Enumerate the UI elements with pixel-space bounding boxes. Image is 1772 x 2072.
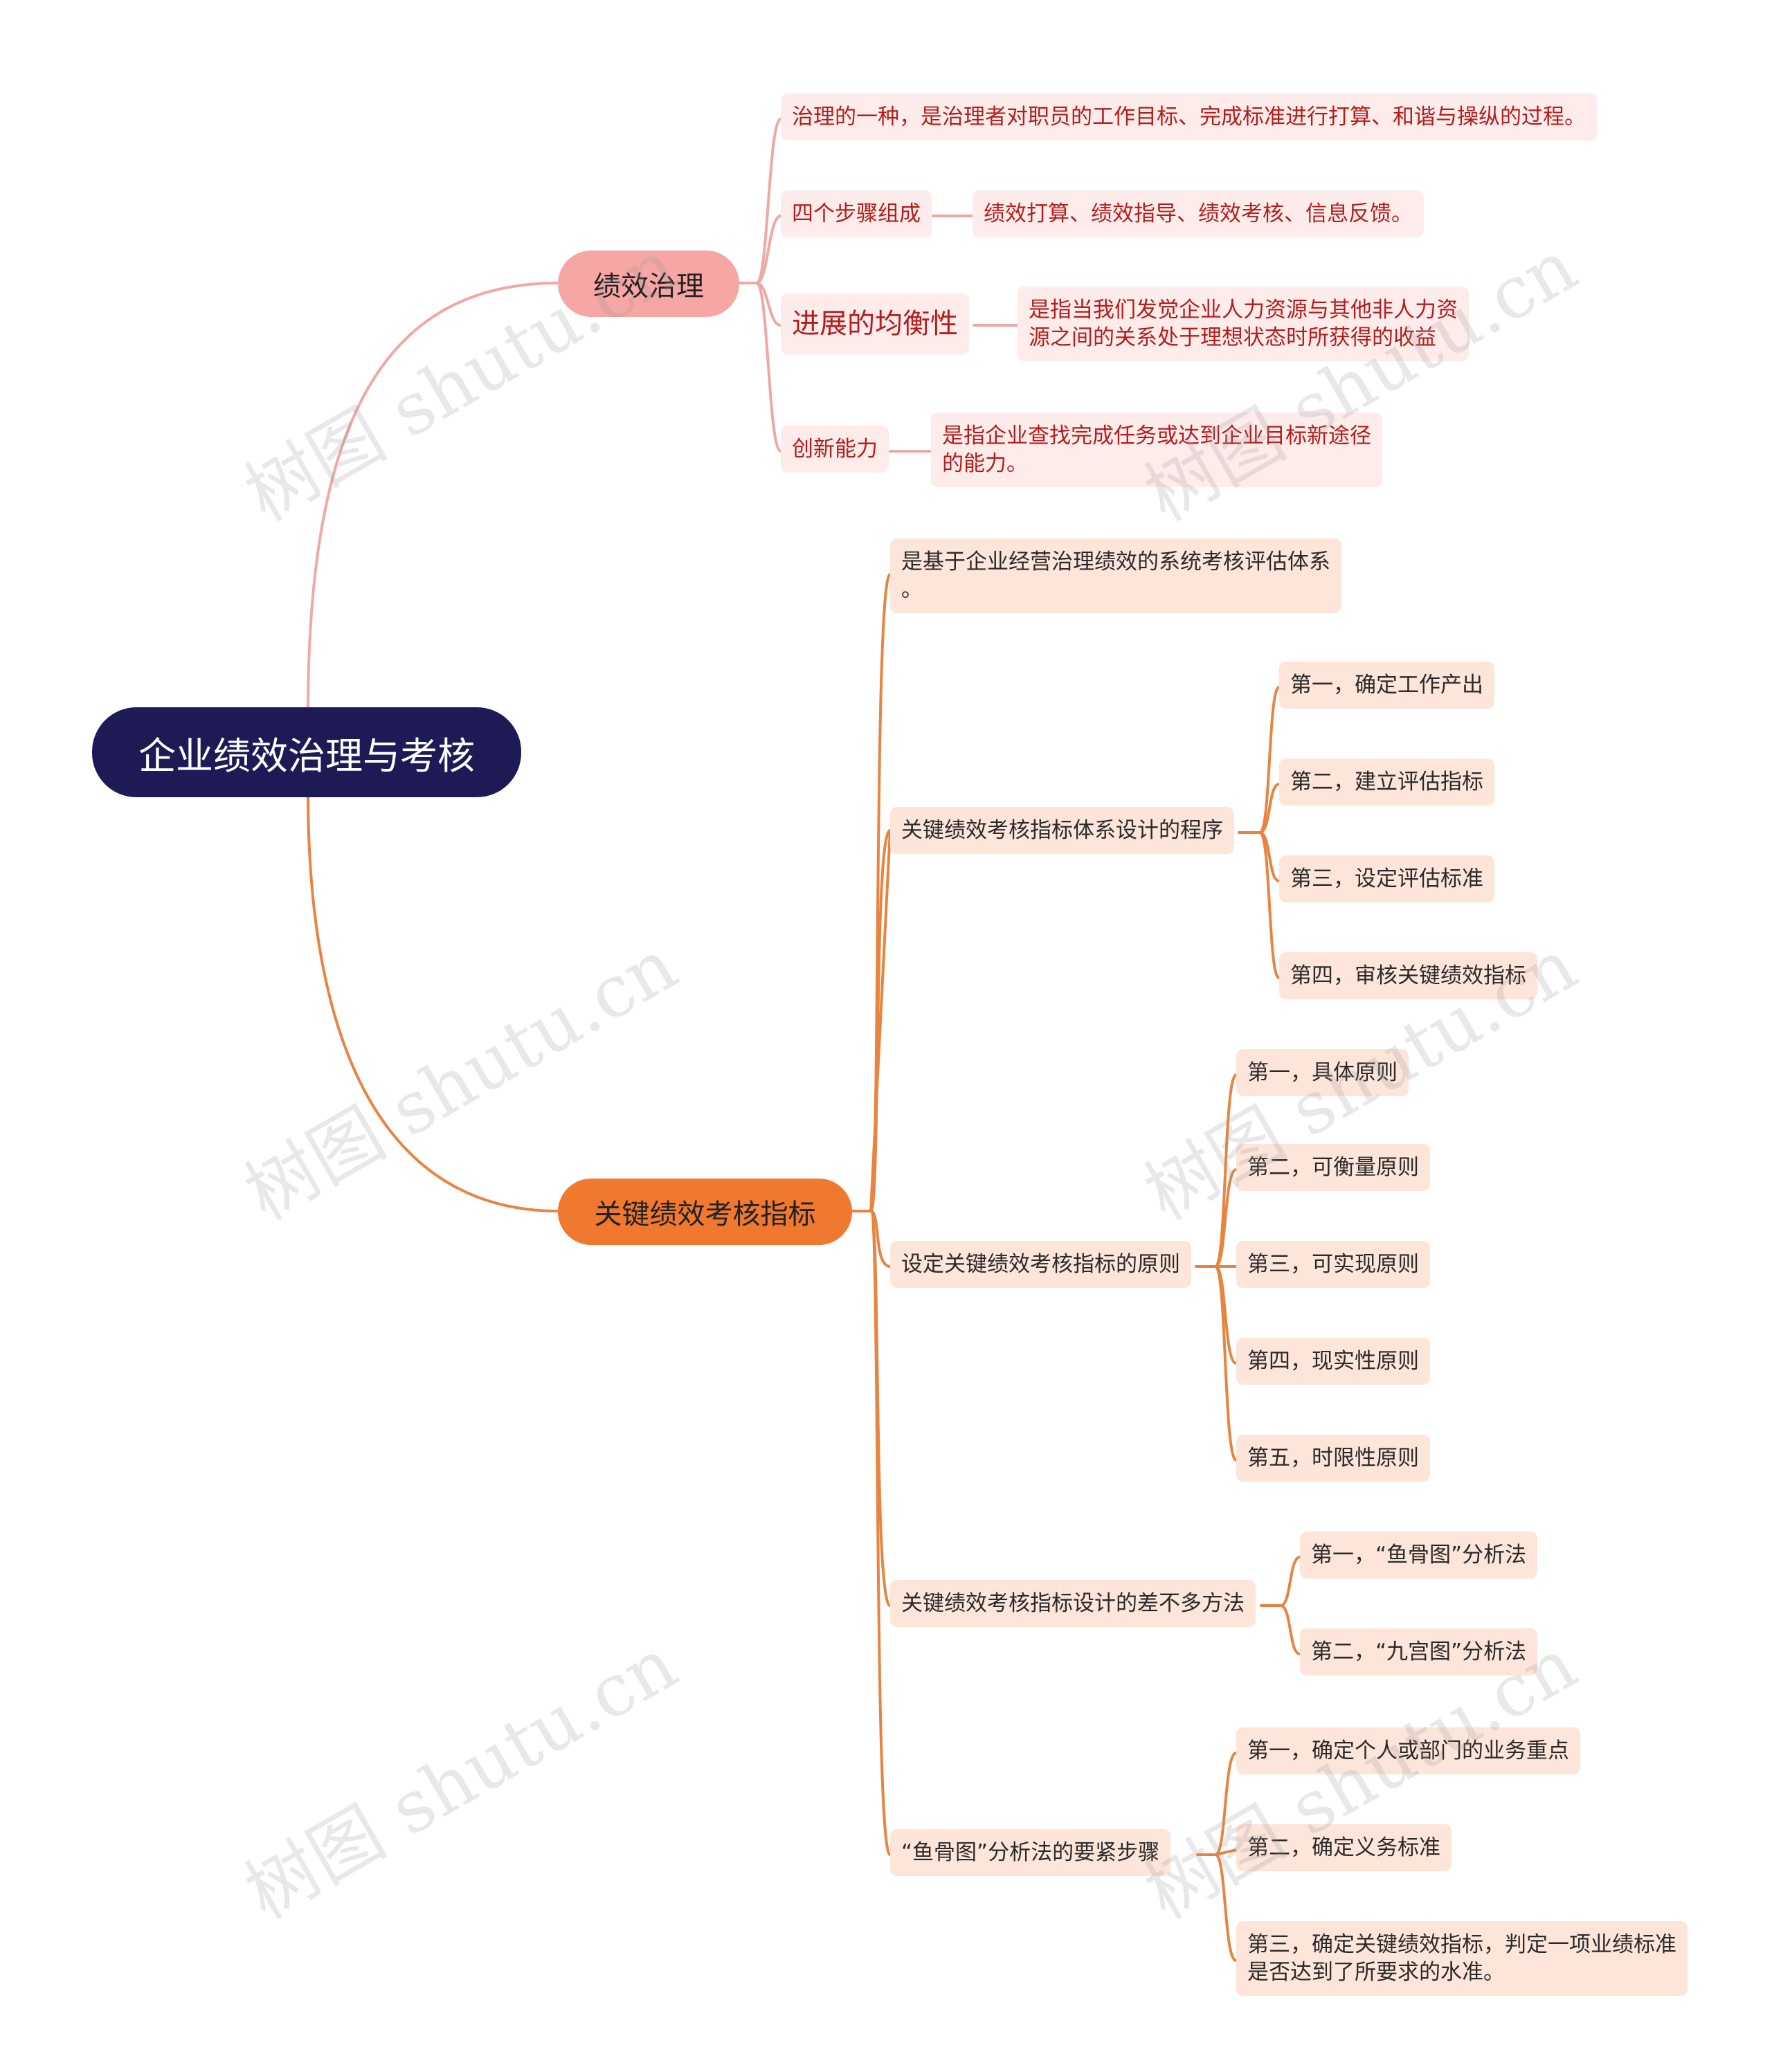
procedure-step-4[interactable]: 第四，审核关键绩效指标 [1279,952,1537,999]
procedure-step-2[interactable]: 第二，建立评估指标 [1279,758,1494,806]
root-node[interactable]: 企业绩效治理与考核 [92,707,521,797]
method-2[interactable]: 第二，“九宫图”分析法 [1300,1628,1538,1675]
principle-4[interactable]: 第四，现实性原则 [1236,1338,1430,1385]
procedure-step-3[interactable]: 第三，设定评估标准 [1279,855,1494,902]
pm-four-steps-detail[interactable]: 绩效打算、绩效指导、绩效考核、信息反馈。 [973,190,1424,237]
pm-definition[interactable]: 治理的一种，是治理者对职员的工作目标、完成标准进行打算、和谐与操纵的过程。 [781,93,1597,140]
kpi-intro[interactable]: 是基于企业经营治理绩效的系统考核评估体系 。 [890,538,1341,613]
branch-kpi[interactable]: 关键绩效考核指标 [558,1179,852,1245]
procedure-step-1[interactable]: 第一，确定工作产出 [1279,662,1494,709]
fishbone-step-1[interactable]: 第一，确定个人或部门的业务重点 [1236,1727,1580,1774]
pm-innovation-detail[interactable]: 是指企业查找完成任务或达到企业目标新途径 的能力。 [931,412,1382,487]
root-to-branch1-line [307,282,559,714]
kpi-design-procedure[interactable]: 关键绩效考核指标体系设计的程序 [890,807,1234,854]
root-to-branch2-line [307,791,559,1212]
branch2-lines [847,573,1301,1962]
principle-3[interactable]: 第三，可实现原则 [1236,1241,1430,1288]
principle-1[interactable]: 第一，具体原则 [1236,1049,1409,1096]
root-label: 企业绩效治理与考核 [138,734,475,778]
fishbone-step-2[interactable]: 第二，确定义务标准 [1236,1824,1452,1871]
fishbone-step-3[interactable]: 第三，确定关键绩效指标，判定一项业绩标准 是否达到了所要求的水准。 [1236,1921,1688,1996]
kpi-principles[interactable]: 设定关键绩效考核指标的原则 [890,1241,1191,1288]
principle-5[interactable]: 第五，时限性原则 [1236,1435,1430,1482]
branch1-lines [734,118,1019,453]
branch1-label: 绩效治理 [593,271,704,302]
kpi-basic-methods[interactable]: 关键绩效考核指标设计的差不多方法 [890,1580,1256,1627]
principle-2[interactable]: 第二，可衡量原则 [1236,1144,1430,1191]
pm-innovation[interactable]: 创新能力 [781,426,889,473]
pm-balance[interactable]: 进展的均衡性 [781,293,969,354]
branch2-label: 关键绩效考核指标 [594,1199,816,1230]
pm-balance-detail[interactable]: 是指当我们发觉企业人力资源与其他非人力资 源之间的关系处于理想状态时所获得的收益 [1018,287,1469,361]
pm-four-steps[interactable]: 四个步骤组成 [781,190,932,237]
fishbone-main-steps[interactable]: “鱼骨图”分析法的要紧步骤 [890,1829,1171,1876]
method-1[interactable]: 第一，“鱼骨图”分析法 [1300,1532,1538,1579]
branch-performance-management[interactable]: 绩效治理 [558,251,739,317]
